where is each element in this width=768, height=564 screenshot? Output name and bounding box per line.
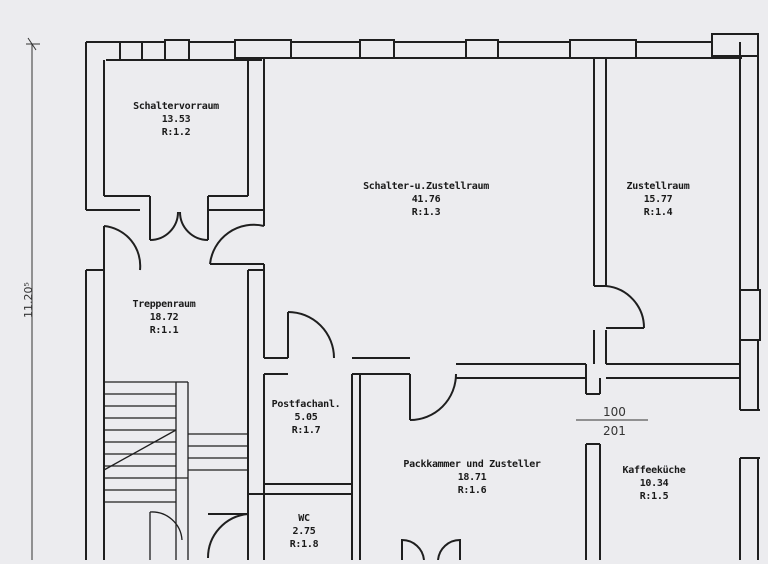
wall-kaffeekueche: [585, 443, 601, 560]
room-area: 15.77: [643, 194, 673, 205]
exterior-wall-left: [85, 42, 150, 560]
room-label-treppenraum: Treppenraum 18.72 R:1.1: [133, 298, 196, 337]
room-area: 10.34: [639, 478, 669, 489]
room-area: 18.71: [457, 472, 487, 483]
wall-schaltervorraum: [149, 58, 265, 241]
room-name: Schaltervorraum: [133, 101, 219, 112]
wall-middle-horizontal: [264, 357, 740, 395]
door-wc: [206, 513, 249, 559]
room-ref: R:1.1: [149, 325, 179, 336]
room-ref: R:1.7: [291, 425, 321, 436]
wall-zustellraum: [593, 58, 646, 364]
room-ref: R:1.3: [411, 207, 441, 218]
staircase: [103, 381, 248, 560]
room-name: Treppenraum: [132, 299, 196, 310]
room-name: Zustellraum: [626, 181, 690, 192]
room-label-wc: WC 2.75 R:1.8: [290, 512, 319, 551]
room-ref: R:1.5: [639, 491, 669, 502]
stair-fraction-top: 100: [603, 405, 626, 419]
stair-fraction-bottom: 201: [603, 424, 626, 438]
wall-postfach-wc: [248, 374, 361, 560]
exterior-wall-top: [86, 33, 759, 61]
room-ref: R:1.2: [161, 127, 191, 138]
room-name: Kaffeeküche: [622, 465, 686, 476]
room-area: 13.53: [161, 114, 191, 125]
room-area: 18.72: [149, 312, 179, 323]
room-label-kaffeekueche: Kaffeeküche 10.34 R:1.5: [623, 464, 686, 503]
dimension-vertical-label: 11.20⁵: [22, 282, 35, 318]
room-ref: R:1.4: [643, 207, 673, 218]
wall-treppenraum-right: [247, 264, 265, 560]
room-ref: R:1.6: [457, 485, 487, 496]
room-label-postfachanl: Postfachanl. 5.05 R:1.7: [272, 398, 341, 437]
dimension-line-vertical: [26, 37, 40, 560]
room-area: 2.75: [292, 526, 316, 537]
door-packkammer: [409, 373, 457, 421]
room-area: 5.05: [294, 412, 318, 423]
door-postfach: [287, 311, 335, 359]
room-label-packkammer: Packkammer und Zusteller 18.71 R:1.6: [403, 458, 541, 497]
exterior-wall-right: [739, 34, 761, 560]
room-name: Postfachanl.: [271, 399, 341, 410]
room-name: Packkammer und Zusteller: [403, 459, 541, 470]
room-label-schaltervorraum: Schaltervorraum 13.53 R:1.2: [133, 100, 219, 139]
room-ref: R:1.8: [289, 539, 319, 550]
room-label-zustellraum: Zustellraum 15.77 R:1.4: [627, 180, 690, 219]
room-name: Schalter-u.Zustellraum: [363, 181, 489, 192]
door-bottom-double: [401, 538, 461, 561]
room-name: WC: [298, 513, 310, 524]
room-label-schalter-zustellraum: Schalter-u.Zustellraum 41.76 R:1.3: [363, 180, 489, 219]
doors-hall-left: [103, 223, 265, 271]
room-area: 41.76: [411, 194, 441, 205]
